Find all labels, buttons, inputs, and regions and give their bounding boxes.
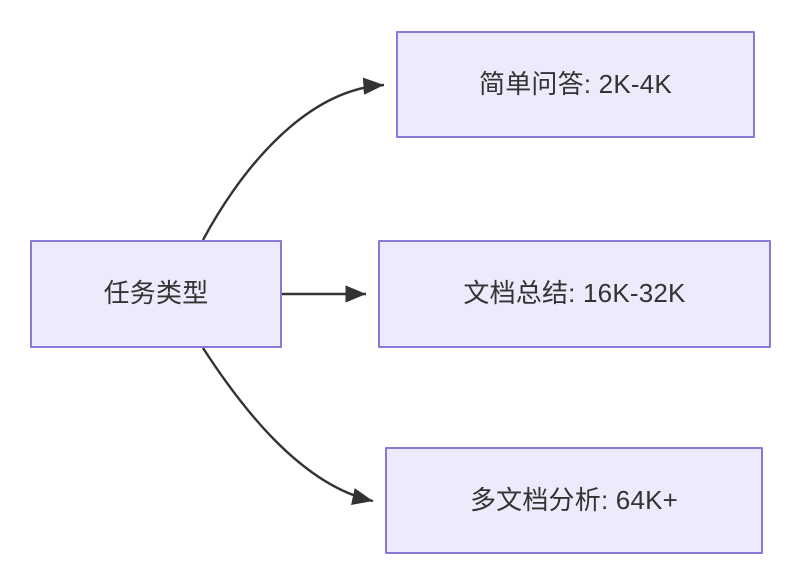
node-label-task-type: 任务类型 [103,278,209,309]
node-multi-document-analysis[interactable]: 多文档分析: 64K+ [385,447,763,554]
node-label-multi-document-analysis: 多文档分析: 64K+ [469,484,679,515]
edge-source-to-task1 [201,77,385,241]
node-task-type[interactable]: 任务类型 [30,240,282,348]
node-label-simple-qa: 简单问答: 2K-4K [479,68,672,99]
node-simple-qa[interactable]: 简单问答: 2K-4K [396,31,755,138]
node-label-document-summary: 文档总结: 16K-32K [463,278,686,309]
node-document-summary[interactable]: 文档总结: 16K-32K [378,240,771,348]
edge-source-to-task3 [201,347,374,506]
